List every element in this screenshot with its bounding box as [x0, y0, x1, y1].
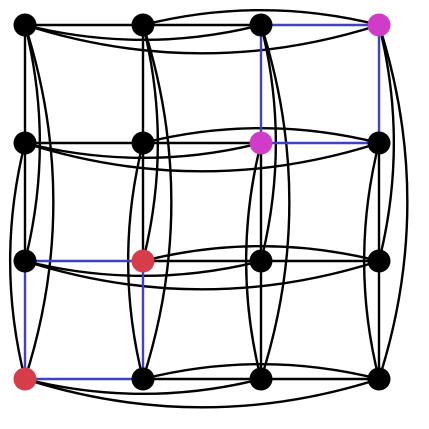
edge-r0c0-r0c3 [23, 23, 381, 55]
node-r3c0 [13, 367, 37, 391]
edge-r0c1-r2c1 [141, 23, 160, 263]
edge-r0c1-r3c1 [141, 23, 173, 381]
edge-r1c3-r3c3 [362, 141, 381, 381]
edge-r1c0-r1c3 [23, 141, 381, 173]
edge-r3c0-r3c2 [23, 377, 263, 396]
edge-r1c0-r3c0 [8, 141, 27, 381]
node-r3c2 [249, 367, 273, 391]
node-r2c1 [131, 249, 155, 273]
edge-r0c0-r2c0 [23, 23, 42, 263]
node-r2c0 [13, 249, 37, 273]
edge-r0c1-r0c3 [141, 8, 381, 27]
node-r1c1 [131, 131, 155, 155]
node-r0c0 [13, 13, 37, 37]
node-r2c2 [249, 249, 273, 273]
node-r0c2 [249, 13, 273, 37]
edge-r3c0-r3c3 [23, 377, 381, 409]
node-r0c3 [367, 13, 391, 37]
node-r2c3 [367, 249, 391, 273]
node-r1c2 [249, 131, 273, 155]
edges-layer [8, 8, 409, 409]
node-r3c1 [131, 367, 155, 391]
edge-r0c3-r2c3 [377, 23, 396, 263]
node-r1c0 [13, 131, 37, 155]
node-r1c3 [367, 131, 391, 155]
edge-r0c2-r3c2 [259, 23, 291, 381]
node-r3c3 [367, 367, 391, 391]
edge-r0c0-r3c0 [23, 23, 55, 381]
node-r0c1 [131, 13, 155, 37]
edge-r0c3-r3c3 [377, 23, 409, 381]
nodes-layer [13, 13, 391, 391]
edge-r1c2-r3c2 [244, 141, 263, 381]
edge-r2c0-r2c3 [23, 259, 381, 291]
